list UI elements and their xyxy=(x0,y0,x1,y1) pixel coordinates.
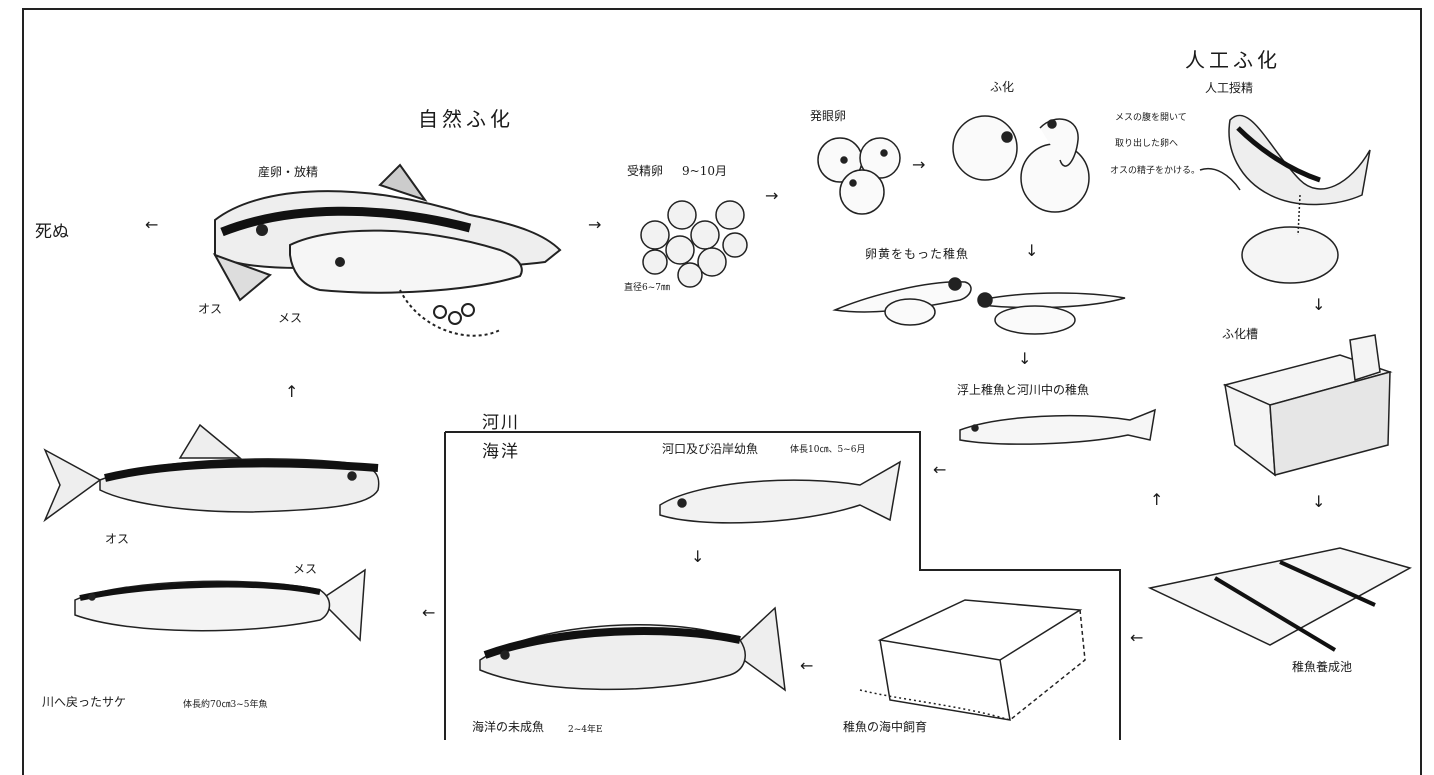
label-estuary-size: 体長10㎝、5~6月 xyxy=(790,442,865,455)
heading-artificial-hatching: 人工ふ化 xyxy=(1185,44,1281,73)
hatching-illustration xyxy=(953,116,1089,212)
label-ocean-immature: 海洋の未成魚 xyxy=(472,718,544,735)
label-insemination-note-1: メスの腹を開いて xyxy=(1115,110,1187,123)
heading-river: 河川 xyxy=(482,408,520,433)
ocean-immature-salmon-illustration xyxy=(480,608,785,690)
arrow-down-icon: ↓ xyxy=(1312,295,1325,314)
fertilized-eggs-illustration xyxy=(641,201,747,287)
eyed-eggs-illustration xyxy=(818,138,900,214)
spawning-salmon-illustration xyxy=(215,165,560,336)
heading-ocean: 海洋 xyxy=(482,437,520,462)
label-die: 死ぬ xyxy=(35,217,69,242)
label-ocean-years: 2~4年E xyxy=(568,722,603,735)
label-female-bottom: メス xyxy=(293,560,317,577)
river-ocean-boundary xyxy=(445,432,1120,740)
emerged-fry-illustration xyxy=(960,410,1155,444)
yolk-fry-illustration xyxy=(835,278,1125,334)
hatching-tank-illustration xyxy=(1225,335,1390,475)
arrow-down-icon: ↓ xyxy=(1018,349,1031,368)
label-hatch-tank: ふ化槽 xyxy=(1222,325,1258,342)
arrow-down-icon: ↓ xyxy=(691,547,704,566)
label-female-top: メス xyxy=(278,309,302,326)
sea-rearing-net-illustration xyxy=(860,600,1085,720)
insemination-illustration xyxy=(1200,115,1370,283)
arrow-right-icon: → xyxy=(912,155,925,174)
arrow-up-icon: ↑ xyxy=(285,382,298,401)
label-rearing-pond: 稚魚養成池 xyxy=(1292,658,1352,675)
label-egg-diameter: 直径6~7㎜ xyxy=(624,280,670,293)
returned-male-salmon-illustration xyxy=(45,425,379,520)
arrow-down-icon: ↓ xyxy=(1025,241,1038,260)
arrow-right-icon: → xyxy=(588,215,601,234)
label-hatching: ふ化 xyxy=(990,78,1014,95)
label-returned-size: 体長約70㎝3~5年魚 xyxy=(183,697,267,710)
arrow-left-icon: ← xyxy=(422,603,435,622)
label-artificial-insemination: 人工授精 xyxy=(1205,79,1253,96)
label-fertilized-months: 9~10月 xyxy=(682,162,727,179)
arrow-down-icon: ↓ xyxy=(1312,492,1325,511)
label-returned-salmon: 川へ戻ったサケ xyxy=(42,693,126,710)
label-spawning: 産卵・放精 xyxy=(258,163,318,180)
label-insemination-note-2: 取り出した卵へ xyxy=(1115,136,1178,149)
arrow-left-icon: ← xyxy=(145,215,158,234)
rearing-pond-illustration xyxy=(1150,548,1410,650)
arrow-left-icon: ← xyxy=(933,460,946,479)
label-sea-rearing: 稚魚の海中飼育 xyxy=(843,718,927,735)
arrow-left-icon: ← xyxy=(800,656,813,675)
label-estuary-juvenile: 河口及び沿岸幼魚 xyxy=(662,440,758,457)
heading-natural-hatching: 自然ふ化 xyxy=(418,103,514,132)
label-emerged-fry: 浮上稚魚と河川中の稚魚 xyxy=(957,381,1089,398)
label-yolk-fry: 卵黄をもった稚魚 xyxy=(865,245,969,262)
label-insemination-note-3: オスの精子をかける。 xyxy=(1110,163,1200,176)
coastal-juvenile-illustration xyxy=(660,462,900,523)
label-male-top: オス xyxy=(198,300,222,317)
returned-female-salmon-illustration xyxy=(75,570,365,640)
arrow-left-icon: ← xyxy=(1130,628,1143,647)
label-male-bottom: オス xyxy=(105,530,129,547)
arrow-up-icon: ↑ xyxy=(1150,490,1163,509)
arrow-right-icon: → xyxy=(765,186,778,205)
label-eyed-eggs: 発眼卵 xyxy=(810,107,846,124)
label-fertilized-eggs: 受精卵 xyxy=(627,162,663,179)
